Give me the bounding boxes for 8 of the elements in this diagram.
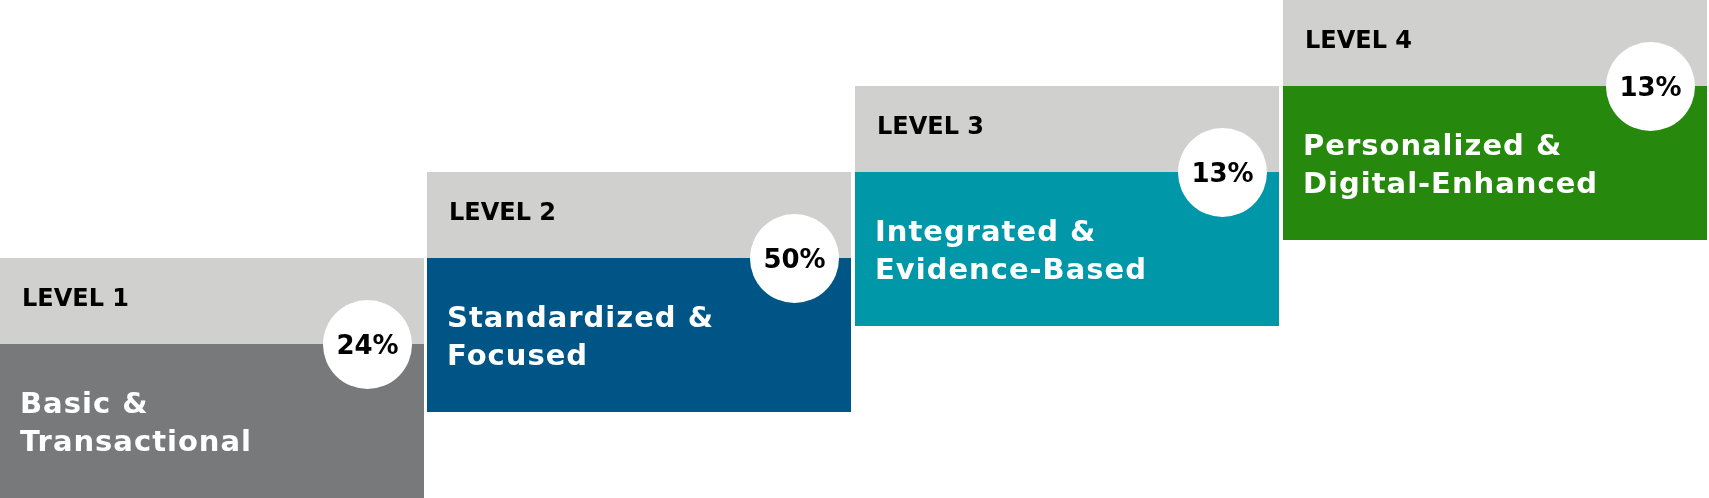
level-heading: LEVEL 1: [22, 284, 129, 312]
level-heading: LEVEL 2: [449, 198, 556, 226]
level-description: Personalized & Digital-Enhanced: [1303, 127, 1600, 202]
level-description: Standardized & Focused: [447, 299, 715, 374]
level-heading: LEVEL 4: [1305, 26, 1412, 54]
level-heading: LEVEL 3: [877, 112, 984, 140]
level-description: Integrated & Evidence-Based: [875, 213, 1148, 288]
level-description: Basic & Transactional: [20, 385, 253, 460]
